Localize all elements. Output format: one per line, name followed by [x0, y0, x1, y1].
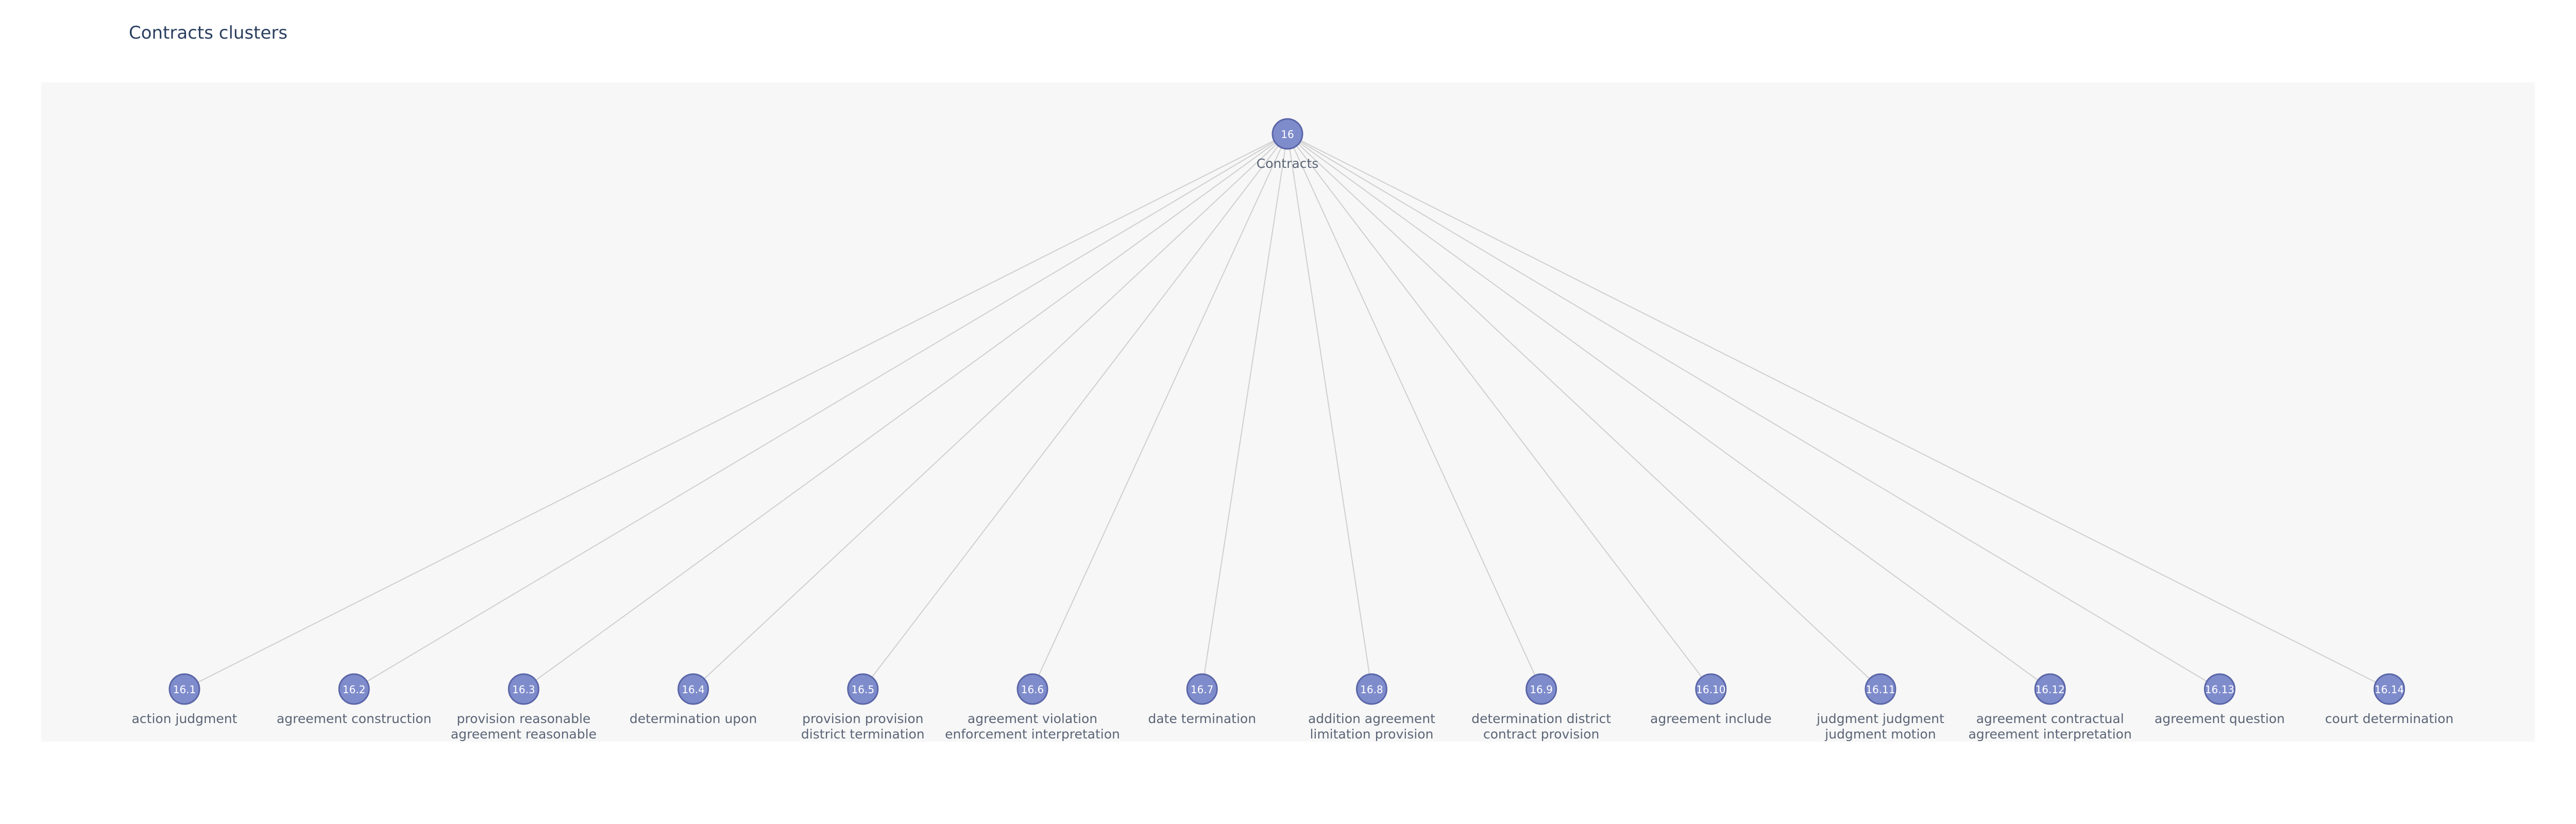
child-node[interactable]: 16.7 date termination	[1148, 673, 1256, 726]
child-node-circle[interactable]	[168, 673, 200, 705]
child-node[interactable]: 16.14 court determination	[2325, 673, 2454, 726]
child-node-label: date termination	[1148, 711, 1256, 726]
child-node-circle[interactable]	[1865, 673, 1896, 705]
child-node[interactable]: 16.10 agreement include	[1650, 673, 1772, 726]
child-node[interactable]: 16.1 action judgment	[132, 673, 238, 726]
child-node-circle[interactable]	[1186, 673, 1218, 705]
child-node[interactable]: 16.2 agreement construction	[277, 673, 431, 726]
child-node-label: limitation provision	[1310, 727, 1433, 742]
child-node-id: 16.14	[2375, 683, 2404, 696]
child-node-label: agreement violation	[968, 711, 1097, 726]
child-node-circle[interactable]	[338, 673, 370, 705]
child-node-id: 16.12	[2036, 683, 2065, 696]
page-title: Contracts clusters	[129, 23, 288, 43]
child-node-circle[interactable]	[2034, 673, 2066, 705]
child-node-circle[interactable]	[1355, 673, 1387, 705]
child-node-label: determination upon	[630, 711, 757, 726]
child-node-id: 16.11	[1866, 683, 1895, 696]
child-node-id: 16.7	[1191, 683, 1214, 696]
child-node-id: 16.5	[852, 683, 875, 696]
child-node-circle[interactable]	[1526, 673, 1557, 705]
edge-16-7	[1201, 133, 1288, 690]
edge-16-3	[523, 133, 1288, 690]
child-node-label: agreement question	[2155, 711, 2285, 726]
edge-16-4	[692, 133, 1288, 690]
child-node-id: 16.6	[1021, 683, 1044, 696]
child-node-label: contract provision	[1483, 727, 1600, 742]
child-node-label: provision provision	[802, 711, 923, 726]
child-node-label: enforcement interpretation	[945, 727, 1120, 742]
child-node-label: agreement contractual	[1976, 711, 2124, 726]
child-node-label: agreement include	[1650, 711, 1772, 726]
child-node[interactable]: 16.4 determination upon	[630, 673, 757, 726]
child-node-label: judgment judgment	[1816, 711, 1944, 726]
child-node-circle[interactable]	[847, 673, 879, 705]
child-node-circle[interactable]	[1016, 673, 1048, 705]
plot-area	[41, 82, 2535, 742]
child-node-circle[interactable]	[677, 673, 709, 705]
child-node-label: agreement interpretation	[1969, 727, 2132, 742]
child-node-label: provision reasonable	[456, 711, 590, 726]
child-node-circle[interactable]	[1695, 673, 1727, 705]
edge-16-9	[1287, 133, 1542, 690]
child-node-label: determination district	[1471, 711, 1611, 726]
child-node-label: court determination	[2325, 711, 2454, 726]
edge-16-5	[862, 133, 1288, 690]
child-node-label: addition agreement	[1308, 711, 1435, 726]
child-node-label: judgment motion	[1824, 727, 1936, 742]
edge-16-2	[353, 133, 1288, 690]
edge-16-12	[1287, 133, 2050, 690]
root-node-id: 16	[1281, 128, 1294, 141]
child-node-id: 16.1	[173, 683, 196, 696]
child-node-id: 16.13	[2205, 683, 2234, 696]
child-node-label: agreement construction	[277, 711, 431, 726]
child-node-circle[interactable]	[507, 673, 539, 705]
child-node-id: 16.9	[1530, 683, 1553, 696]
child-node-id: 16.8	[1360, 683, 1383, 696]
child-node-id: 16.10	[1696, 683, 1725, 696]
root-node-circle[interactable]	[1272, 118, 1303, 150]
child-node-id: 16.2	[343, 683, 366, 696]
edge-16-13	[1287, 133, 2220, 690]
child-node-circle[interactable]	[2204, 673, 2235, 705]
child-node-id: 16.4	[682, 683, 705, 696]
edge-16-8	[1287, 133, 1372, 690]
edges-layer	[184, 133, 2390, 690]
child-node-id: 16.3	[512, 683, 535, 696]
edge-16-14	[1287, 133, 2390, 690]
child-node-circle[interactable]	[2374, 673, 2405, 705]
child-node-label: action judgment	[132, 711, 238, 726]
edge-16-11	[1287, 133, 1881, 690]
child-node-label: district termination	[801, 727, 925, 742]
child-node[interactable]: 16.13 agreement question	[2155, 673, 2285, 726]
edge-16-10	[1287, 133, 1711, 690]
child-node-label: agreement reasonable	[451, 727, 597, 742]
edge-16-1	[184, 133, 1288, 690]
root-node-label: Contracts	[1257, 156, 1319, 171]
edge-16-6	[1032, 133, 1288, 690]
